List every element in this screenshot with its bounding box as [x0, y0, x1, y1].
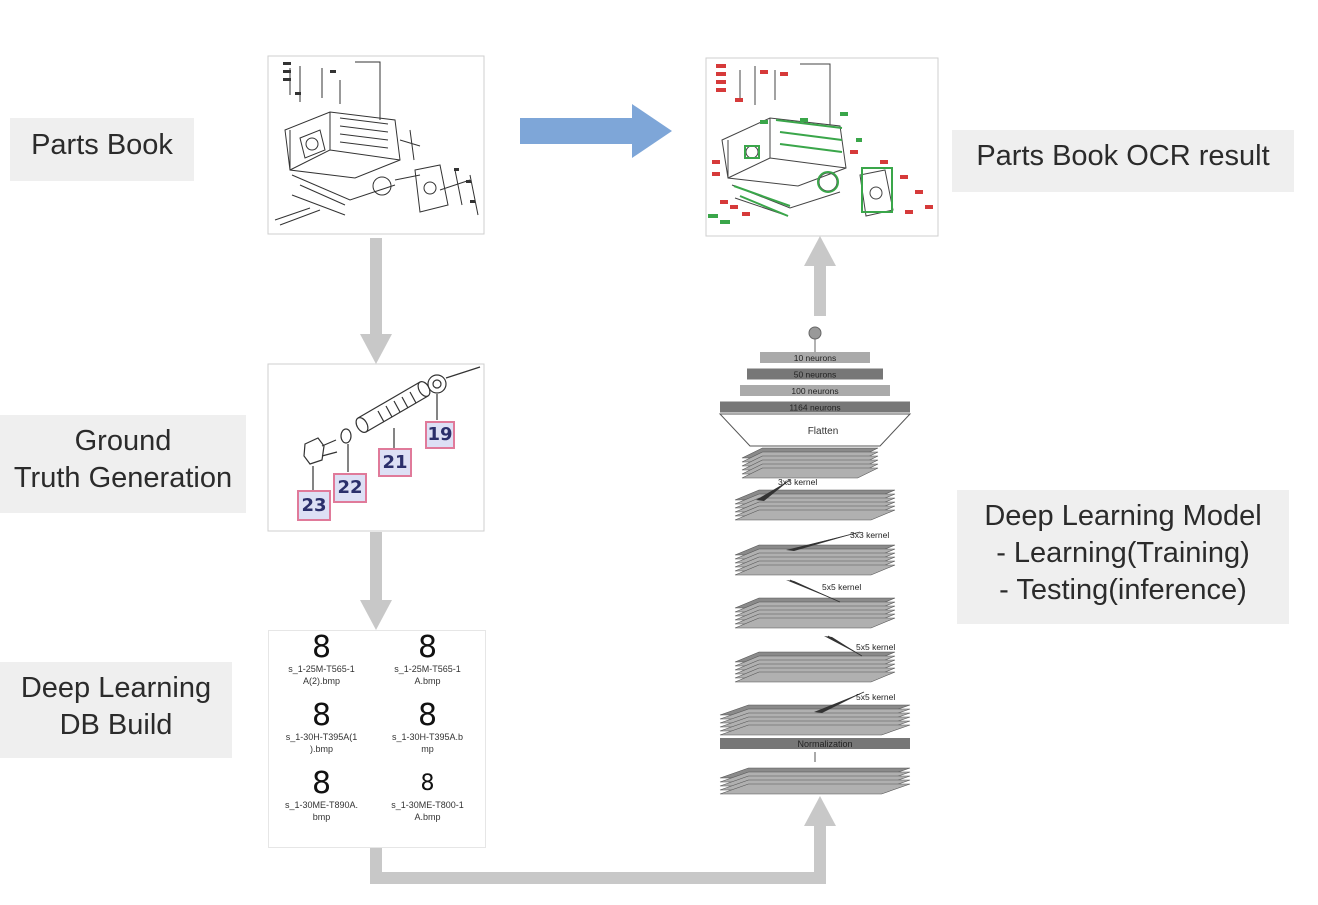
arrow-1-shaft [370, 238, 382, 336]
db-build-label: Deep Learning DB Build [0, 662, 232, 758]
arrow-2-shaft [370, 532, 382, 602]
kernel-wedge [756, 480, 790, 501]
ocr-result-label-text: Parts Book OCR result [976, 140, 1270, 172]
kernel-label: 3x3 kernel [778, 477, 817, 487]
fc-layer-label: 1164 neurons [789, 403, 840, 413]
db-sample: 8 s_1-30H-T395A(1 ).bmp [269, 701, 374, 755]
db-sample-filename: s_1-30H-T395A(1 ).bmp [285, 732, 358, 754]
fc-layer-label: 10 neurons [794, 353, 837, 363]
conv-stacks: 3x3 kernel 3x3 kernel 5x5 kernel 5x5 kernel… [719, 447, 911, 795]
model-line-2: - Learning(Training) [996, 537, 1250, 569]
fc-layer [747, 368, 883, 380]
db-sample-filename: s_1-30ME-T800-1 A.bmp [391, 800, 464, 822]
model-label: Deep Learning Model - Learning(Training)… [957, 490, 1289, 624]
db-sample-filename: s_1-30H-T395A.b mp [391, 732, 464, 754]
db-sample-digit: 8 [417, 698, 438, 733]
tag-19: 19 [425, 421, 455, 449]
flow-arrows [360, 104, 836, 884]
feature-map-layer [734, 564, 896, 576]
ocr-result-label: Parts Book OCR result [952, 130, 1294, 192]
db-build-panel: 8 s_1-25M-T565-1 A(2).bmp 8 s_1-25M-T565… [268, 630, 486, 848]
fc-layers: 10 neurons 50 neurons 100 neurons 1164 neur… [720, 352, 910, 413]
arrow-1-head [360, 334, 392, 364]
feature-map-layer [734, 671, 896, 683]
db-sample-filename: s_1-25M-T565-1 A.bmp [394, 664, 461, 686]
arrow-4-head [804, 236, 836, 266]
db-sample: 8 s_1-30ME-T800-1 A.bmp [375, 769, 480, 823]
parts-book-label: Parts Book [10, 118, 194, 181]
tag-22-text: 22 [337, 477, 363, 498]
arrow-3-path [370, 820, 826, 884]
model-line-1: Deep Learning Model [984, 500, 1262, 532]
parts-book-drawing [267, 55, 485, 235]
feature-map-layer [719, 783, 911, 795]
kernel-label: 5x5 kernel [856, 692, 895, 702]
db-sample-digit: 8 [420, 771, 435, 796]
tag-23-text: 23 [301, 495, 327, 516]
tag-21: 21 [378, 448, 412, 477]
kernel-label: 3x3 kernel [850, 530, 889, 540]
feature-map-layer [734, 509, 896, 521]
db-sample-filename: s_1-30ME-T890A. bmp [284, 800, 359, 822]
flatten-shape [718, 413, 912, 447]
kernel-wedge [814, 692, 864, 713]
db-build-line-1: Deep Learning [20, 672, 212, 704]
fc-layer-label: 50 neurons [794, 370, 837, 380]
tag-22: 22 [333, 473, 367, 503]
fc-layer [720, 401, 910, 413]
arrow-4-shaft [814, 262, 826, 316]
flatten-text: Flatten [808, 426, 839, 437]
feature-map-layer [734, 617, 896, 629]
db-sample-filename: s_1-25M-T565-1 A(2).bmp [288, 664, 355, 686]
kernel-wedge [786, 532, 860, 551]
feature-map-layer [741, 467, 879, 479]
model-line-3: - Testing(inference) [999, 574, 1247, 606]
normalization-text: Normalization [797, 739, 852, 749]
tag-23: 23 [297, 490, 331, 521]
fc-layer [740, 385, 890, 396]
arrow-2-head [360, 600, 392, 630]
fc-layer [760, 352, 870, 363]
ocr-result-drawing [705, 57, 939, 237]
parts-book-label-text: Parts Book [31, 129, 173, 161]
db-sample-digit: 8 [311, 766, 332, 801]
db-sample: 8 s_1-30ME-T890A. bmp [269, 769, 374, 823]
kernel-wedge [824, 636, 862, 656]
ground-truth-label: Ground Truth Generation [0, 415, 246, 513]
db-sample: 8 s_1-25M-T565-1 A.bmp [375, 633, 480, 687]
kernel-label: 5x5 kernel [822, 582, 861, 592]
arrow-3-head [804, 796, 836, 826]
db-build-line-2: DB Build [59, 709, 173, 741]
tag-19-text: 19 [427, 424, 453, 445]
db-sample-digit: 8 [311, 630, 332, 665]
ground-truth-line-1: Ground [74, 425, 172, 457]
db-sample-digit: 8 [417, 630, 438, 665]
db-sample-digit: 8 [311, 698, 332, 733]
fc-layer-label: 100 neurons [791, 386, 838, 396]
tag-21-text: 21 [382, 452, 408, 473]
feature-map-layer [719, 724, 911, 736]
kernel-label: 5x5 kernel [856, 642, 895, 652]
db-sample: 8 s_1-30H-T395A.b mp [375, 701, 480, 755]
cnn-network: 10 neurons 50 neurons 100 neurons 1164 neur… [718, 326, 912, 795]
blue-arrow [520, 104, 672, 158]
db-sample: 8 s_1-25M-T565-1 A(2).bmp [269, 633, 374, 687]
ground-truth-line-2: Truth Generation [13, 462, 233, 494]
kernel-wedge [786, 580, 840, 602]
normalization-bar [720, 738, 910, 749]
